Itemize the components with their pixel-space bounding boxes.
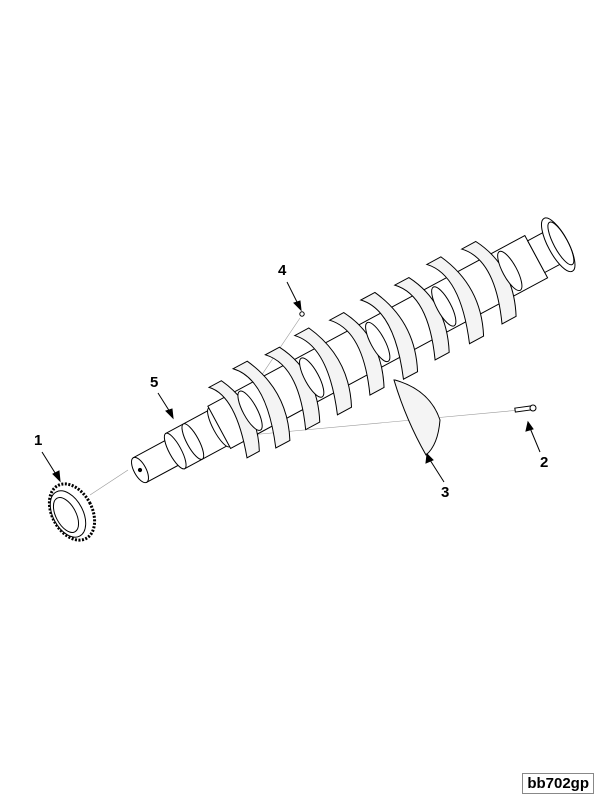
callout-arrows xyxy=(41,281,541,483)
callout-4: 4 xyxy=(278,262,287,279)
journals xyxy=(237,250,523,431)
plug xyxy=(299,311,305,317)
callout-5: 5 xyxy=(150,374,159,391)
counterweight xyxy=(393,379,441,456)
leader-line-gear xyxy=(89,469,129,496)
callout-2: 2 xyxy=(540,454,549,471)
figure-id: bb702gp xyxy=(522,773,594,794)
crankshaft xyxy=(131,217,576,484)
gear xyxy=(47,482,97,542)
callout-1: 1 xyxy=(34,432,43,449)
bolt xyxy=(514,404,537,413)
crank-webs xyxy=(207,240,517,459)
callout-3: 3 xyxy=(441,484,450,501)
leader-line-bolt xyxy=(249,409,521,436)
